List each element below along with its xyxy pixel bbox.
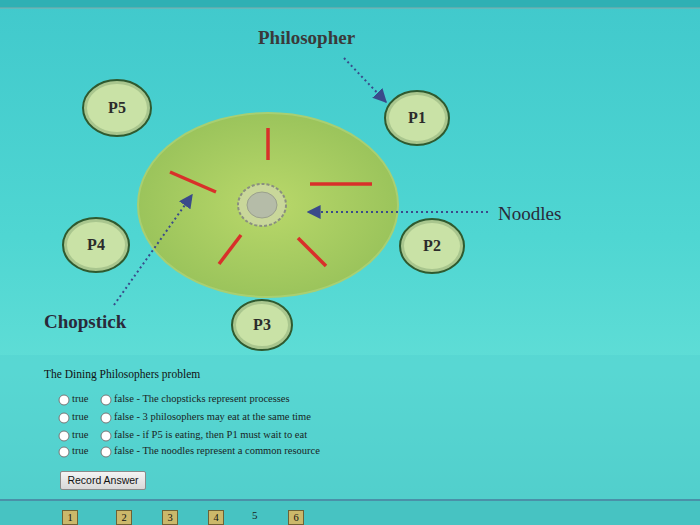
option-statement: false - The noodles represent a common r… xyxy=(114,445,320,456)
noodles-bowl xyxy=(238,184,286,226)
page-number: 2 xyxy=(121,512,126,523)
page-number: 4 xyxy=(213,512,218,523)
option-statement: false - The chopsticks represent process… xyxy=(114,393,290,404)
page-number: 3 xyxy=(167,512,172,523)
option-true: true xyxy=(72,429,88,440)
philosopher-name: P4 xyxy=(87,236,105,254)
radio-buttons xyxy=(59,395,111,457)
option-true: true xyxy=(72,411,88,422)
philosopher-circle: P3 xyxy=(231,299,293,351)
noodles xyxy=(247,192,277,218)
page-button: 1 xyxy=(62,510,78,525)
question-title: The Dining Philosophers problem xyxy=(44,368,200,380)
top-strip xyxy=(0,0,700,8)
page-button: 6 xyxy=(288,510,304,525)
top-rule xyxy=(0,8,700,9)
philosopher-name: P2 xyxy=(423,237,441,255)
page-button: 2 xyxy=(116,510,132,525)
leader-lines xyxy=(114,58,488,305)
page-number: 1 xyxy=(67,512,72,523)
option-statement: false - if P5 is eating, then P1 must wa… xyxy=(114,429,307,440)
philosopher-circle: P2 xyxy=(399,218,465,274)
record-button: Record Answer xyxy=(60,471,146,490)
page-number: 5 xyxy=(252,509,258,521)
philosopher-name: P3 xyxy=(253,316,271,334)
philosopher-name: P5 xyxy=(108,99,126,117)
callout-label: Chopstick xyxy=(44,311,126,333)
option-true: true xyxy=(72,393,88,404)
option-statement: false - 3 philosophers may eat at the sa… xyxy=(114,411,311,422)
plate xyxy=(138,113,398,297)
page-number: 6 xyxy=(293,512,298,523)
callout-label: Philosopher xyxy=(258,27,355,49)
philosopher-name: P1 xyxy=(408,109,426,127)
page-button: 3 xyxy=(162,510,178,525)
pager-bar xyxy=(0,501,700,525)
button-label: Record Answer xyxy=(67,474,138,486)
separator xyxy=(0,499,700,501)
philosopher-circle: P1 xyxy=(384,90,450,146)
chopsticks xyxy=(170,128,372,266)
question-panel xyxy=(0,355,700,500)
option-true: true xyxy=(72,445,88,456)
philosopher-circle: P4 xyxy=(62,217,130,273)
page-button: 4 xyxy=(208,510,224,525)
philosopher-circle: P5 xyxy=(82,79,152,137)
callout-label: Noodles xyxy=(498,203,561,225)
